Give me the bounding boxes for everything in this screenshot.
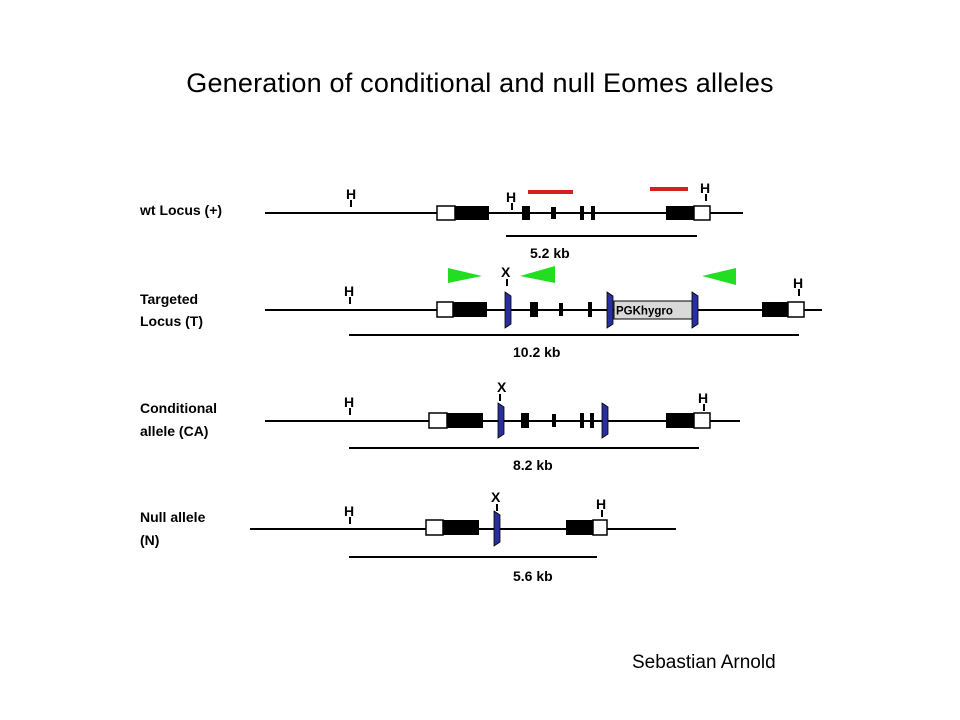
loxp-site — [691, 291, 699, 329]
exon — [559, 303, 563, 316]
fragment-size: 10.2 kb — [513, 344, 560, 360]
allele-label-conditional-2: allele (CA) — [140, 423, 208, 439]
allele-targeted: Targeted Locus (T) H X H PGKhygro 10.2 k… — [140, 264, 822, 360]
cassette-label: PGKhygro — [616, 306, 673, 318]
exon — [566, 520, 593, 535]
allele-wt: wt Locus (+) H H H 5.2 kb — [139, 180, 743, 261]
utr-box — [592, 519, 608, 536]
frt-arrow — [520, 266, 555, 283]
fragment-size: 5.2 kb — [530, 245, 570, 261]
frt-arrow — [448, 268, 482, 283]
exon — [580, 413, 584, 428]
exon — [762, 302, 788, 317]
utr-box — [436, 205, 456, 221]
exon — [447, 413, 483, 428]
exon — [591, 206, 595, 220]
loxp-site — [504, 291, 512, 329]
hindiii-label: H — [698, 390, 708, 406]
exon — [551, 207, 556, 219]
exon — [666, 413, 694, 428]
hindiii-label: H — [506, 189, 516, 205]
exon — [453, 302, 487, 317]
exon — [530, 302, 538, 317]
utr-box — [787, 301, 805, 318]
xbai-label: X — [491, 489, 501, 505]
loxp-site — [497, 402, 505, 439]
allele-label-null-2: (N) — [140, 532, 159, 548]
author-credit: Sebastian Arnold — [632, 652, 776, 673]
allele-label-null-1: Null allele — [140, 509, 206, 525]
loxp-site — [493, 510, 501, 547]
loxp-site — [601, 402, 609, 439]
utr-box — [436, 301, 454, 318]
exon — [588, 302, 592, 317]
exon — [443, 520, 479, 535]
page-title: Generation of conditional and null Eomes… — [186, 68, 774, 98]
hindiii-label: H — [346, 186, 356, 202]
exon — [521, 413, 529, 428]
exon — [590, 413, 594, 428]
fragment-size: 5.6 kb — [513, 568, 553, 584]
utr-box — [693, 412, 711, 429]
exon — [455, 206, 489, 220]
allele-label-conditional-1: Conditional — [140, 400, 217, 416]
hindiii-label: H — [344, 503, 354, 519]
allele-null: Null allele (N) H X H 5.6 kb — [140, 489, 676, 584]
hindiii-label: H — [793, 275, 803, 291]
allele-label-targeted-1: Targeted — [140, 291, 198, 307]
utr-box — [693, 205, 711, 221]
exon — [522, 206, 530, 220]
allele-label-wt: wt Locus (+) — [139, 202, 222, 218]
fragment-size: 8.2 kb — [513, 457, 553, 473]
allele-label-targeted-2: Locus (T) — [140, 313, 203, 329]
loxp-site — [606, 291, 614, 329]
hindiii-label: H — [344, 283, 354, 299]
hindiii-label: H — [344, 394, 354, 410]
utr-box — [425, 519, 444, 536]
hindiii-label: H — [596, 496, 606, 512]
utr-box — [428, 412, 448, 429]
frt-arrow — [702, 268, 736, 285]
hindiii-label: H — [700, 180, 710, 196]
xbai-label: X — [497, 379, 507, 395]
xbai-label: X — [501, 264, 511, 280]
allele-conditional: Conditional allele (CA) H X H 8.2 kb — [140, 379, 740, 473]
exon — [666, 206, 694, 220]
exon — [552, 414, 556, 427]
exon — [580, 206, 584, 220]
